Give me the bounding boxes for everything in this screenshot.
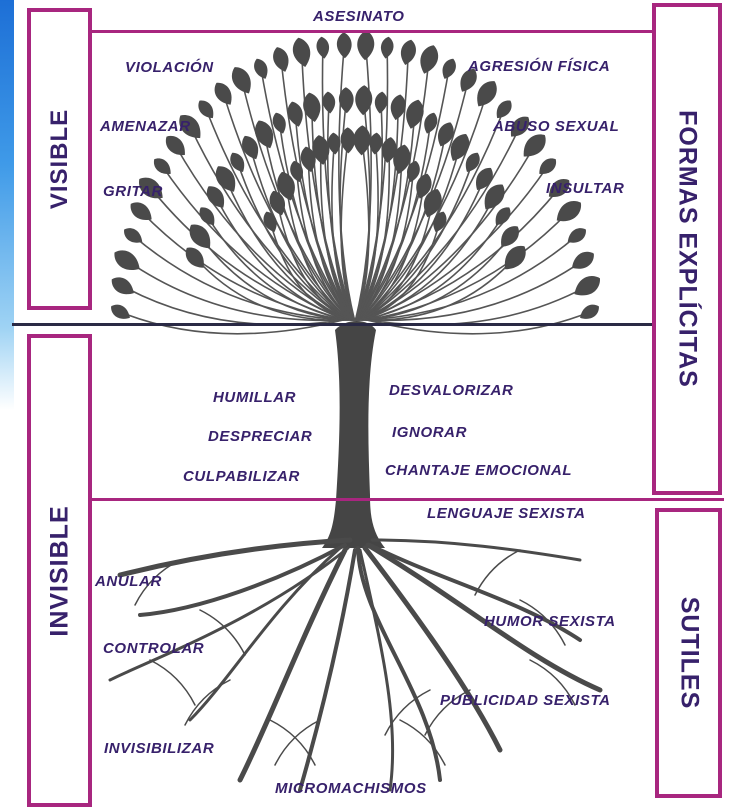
tree-branches (120, 45, 589, 333)
explicit-forms-box: FORMAS EXPLÍCITAS (652, 3, 722, 495)
label-anular: ANULAR (95, 573, 162, 590)
label-despreciar: DESPRECIAR (208, 428, 312, 445)
invisible-box: INVISIBLE (27, 334, 92, 807)
tree-trunk (322, 321, 385, 548)
subtle-forms-box: SUTILES (655, 508, 722, 798)
label-culpabilizar: CULPABILIZAR (183, 468, 300, 485)
visible-label: VISIBLE (46, 109, 74, 209)
visible-invisible-divider (12, 323, 656, 326)
label-chantaje-emocional: CHANTAJE EMOCIONAL (385, 462, 572, 479)
label-humor-sexista: HUMOR SEXISTA (484, 613, 616, 630)
label-abuso-sexual: ABUSO SEXUAL (493, 118, 619, 135)
explicit-forms-label: FORMAS EXPLÍCITAS (673, 110, 702, 388)
label-controlar: CONTROLAR (103, 640, 204, 657)
label-desvalorizar: DESVALORIZAR (389, 382, 513, 399)
invisible-label: INVISIBLE (45, 505, 74, 636)
label-agresion-fisica: AGRESIÓN FÍSICA (468, 58, 610, 75)
label-asesinato: ASESINATO (313, 8, 405, 25)
label-micromachismos: MICROMACHISMOS (275, 780, 427, 797)
label-gritar: GRITAR (103, 183, 163, 200)
visible-box: VISIBLE (27, 8, 92, 310)
label-humillar: HUMILLAR (213, 389, 296, 406)
label-lenguaje-sexista: LENGUAJE SEXISTA (427, 505, 586, 522)
label-amenazar: AMENAZAR (100, 118, 191, 135)
explicit-subtle-divider (88, 498, 724, 501)
subtle-forms-label: SUTILES (674, 597, 703, 710)
label-publicidad-sexista: PUBLICIDAD SEXISTA (440, 692, 611, 709)
top-rule (88, 30, 654, 33)
label-ignorar: IGNORAR (392, 424, 467, 441)
label-invisibilizar: INVISIBILIZAR (104, 740, 214, 757)
label-violacion: VIOLACIÓN (125, 59, 214, 76)
label-insultar: INSULTAR (546, 180, 624, 197)
